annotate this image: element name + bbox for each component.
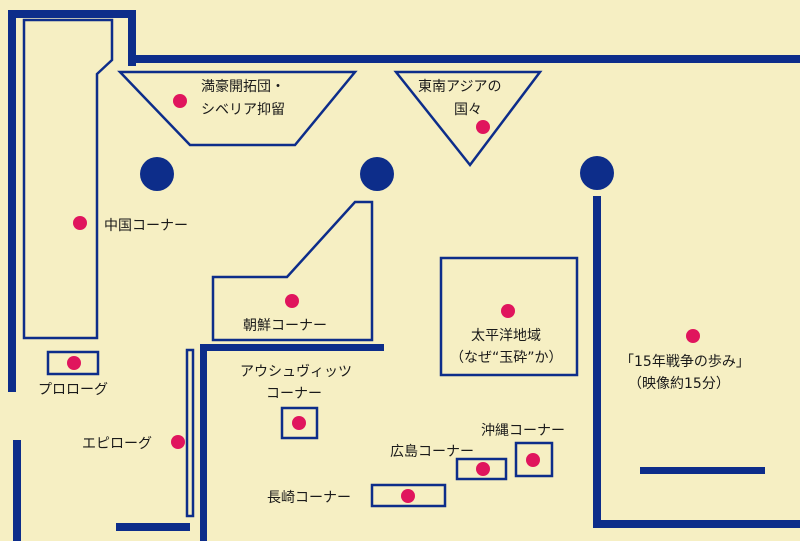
marker-okinawa[interactable] xyxy=(526,453,540,467)
marker-pacific[interactable] xyxy=(501,304,515,318)
marker-epilogue[interactable] xyxy=(171,435,185,449)
pillar xyxy=(580,156,614,190)
korea-corner-case xyxy=(211,200,374,342)
label-film-line2: （映像約15分） xyxy=(628,376,730,392)
marker-auschwitz[interactable] xyxy=(292,416,306,430)
wall-left-upper xyxy=(8,10,16,392)
label-china: 中国コーナー xyxy=(104,218,188,234)
pacific-region-case xyxy=(439,256,579,377)
prologue-case xyxy=(46,350,100,376)
exhibit-markers xyxy=(67,94,700,503)
label-pacific-line2: （なぜ“玉砕”か） xyxy=(450,350,563,366)
okinawa-case xyxy=(514,441,554,478)
wall-right-divider xyxy=(593,196,601,526)
label-prologue: プロローグ xyxy=(38,382,108,398)
label-epilogue: エピローグ xyxy=(82,436,152,452)
pillars xyxy=(140,156,614,191)
southeast-asia-case xyxy=(393,70,543,168)
pillar xyxy=(360,157,394,191)
epilogue-partition xyxy=(185,348,195,518)
label-auschwitz-line2: コーナー xyxy=(266,386,322,402)
wall-bottom-left xyxy=(116,523,190,531)
wall-top-right xyxy=(128,55,800,63)
label-nagasaki: 長崎コーナー xyxy=(267,490,351,506)
wall-bottom-right xyxy=(593,520,800,528)
label-manchuria-line2: シベリア抑留 xyxy=(201,102,285,118)
wall-center-horizontal xyxy=(200,344,384,351)
marker-hiroshima[interactable] xyxy=(476,462,490,476)
marker-korea[interactable] xyxy=(285,294,299,308)
wall-center-vertical xyxy=(200,344,207,541)
label-auschwitz-line1: アウシュヴィッツ xyxy=(240,363,352,380)
label-southeast-asia-line2: 国々 xyxy=(454,102,482,118)
auschwitz-case xyxy=(280,406,319,440)
marker-southeast-asia[interactable] xyxy=(476,120,490,134)
label-okinawa: 沖縄コーナー xyxy=(481,423,565,439)
wall-step-vertical xyxy=(128,10,136,66)
wall-left-lower xyxy=(13,440,21,541)
china-corner-case xyxy=(22,18,114,340)
partitions xyxy=(22,18,579,518)
label-hiroshima: 広島コーナー xyxy=(390,444,474,460)
manchuria-siberia-case xyxy=(117,70,358,147)
label-southeast-asia-line1: 東南アジアの xyxy=(418,79,501,95)
nagasaki-case xyxy=(370,483,447,508)
marker-china[interactable] xyxy=(73,216,87,230)
label-pacific-line1: 太平洋地域 xyxy=(471,328,541,344)
outer-walls xyxy=(8,10,800,541)
wall-top-left xyxy=(8,10,136,18)
label-film-line1: 「15年戦争の歩み」 xyxy=(620,354,750,370)
marker-manchuria[interactable] xyxy=(173,94,187,108)
label-manchuria-line1: 満豪開拓団・ xyxy=(201,79,285,95)
pillar xyxy=(140,157,174,191)
hiroshima-case xyxy=(455,457,508,481)
label-korea: 朝鮮コーナー xyxy=(243,318,327,334)
marker-prologue[interactable] xyxy=(67,356,81,370)
marker-nagasaki[interactable] xyxy=(401,489,415,503)
wall-floating-bar xyxy=(640,467,765,474)
exhibit-labels: 満豪開拓団・ シベリア抑留 東南アジアの 国々 中国コーナー 朝鮮コーナー 太平… xyxy=(38,79,750,506)
marker-film[interactable] xyxy=(686,329,700,343)
